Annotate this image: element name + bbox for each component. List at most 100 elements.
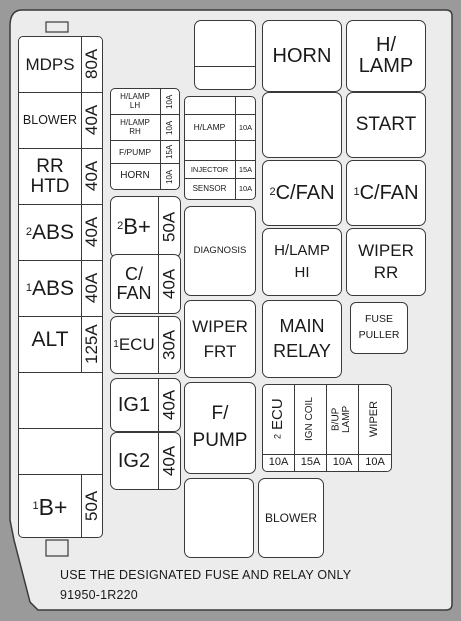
bottom-fuse-block	[262, 384, 392, 472]
fuse-wiper-rating: 10A	[365, 456, 385, 469]
relay-c-fan-2	[262, 160, 342, 226]
relay-start	[346, 92, 426, 158]
relay-h-lamp-hi-label: H/LAMP HI	[274, 242, 330, 281]
fuse-abs2-sup: 2	[25, 226, 33, 239]
fuse-puller	[350, 302, 408, 354]
fuse-rr-htd-rating: 40A	[82, 160, 102, 192]
mini-fuse-horn-rating: 10A	[164, 169, 174, 184]
spare-slot-bottom	[184, 478, 254, 558]
fuse-wiper-label: WIPER	[368, 400, 381, 438]
fuse-bup-lamp-rating: 10A	[332, 456, 353, 469]
mini-fuse-horn-label: HORN	[120, 170, 150, 182]
fuse-ecu-1-sup: 1	[113, 338, 119, 350]
relay-f-pump	[184, 382, 256, 474]
fuse-b-plus-2	[110, 196, 181, 258]
fuse-ecu-2-label: 2 ECU	[263, 386, 293, 452]
diagnosis-label: DIAGNOSIS	[193, 245, 247, 257]
relay-c-fan-1	[346, 160, 426, 226]
fuse-ecu-1	[110, 316, 181, 374]
fuse-abs1-text: ABS	[32, 276, 75, 300]
fuse-ig1	[110, 378, 181, 432]
fuse-b-plus-1-rating: 50A	[82, 490, 102, 522]
relay-h-lamp-hi	[262, 228, 342, 296]
relay-blower-label: BLOWER	[264, 510, 317, 525]
fuse-c-fan	[110, 254, 181, 314]
fuse-abs1-rating: 40A	[82, 272, 102, 304]
fuse-ig1-rating: 40A	[159, 389, 179, 421]
fuse-abs2-rating: 40A	[82, 216, 102, 248]
relay-c-fan-1-sup: 1	[353, 186, 360, 199]
part-number: 91950-1R220	[60, 588, 138, 602]
fuse-b-plus-2-sup: 2	[117, 220, 124, 233]
small-fuse-sensor-label: SENSOR	[192, 183, 227, 193]
diagnosis-connector	[184, 206, 256, 296]
relay-c-fan-1-text: C/FAN	[359, 181, 419, 204]
small-fuse-hlamp-rating: 10A	[238, 122, 253, 132]
small-fuse-block	[184, 96, 256, 200]
small-fuse-hlamp-label: H/LAMP	[193, 122, 226, 133]
relay-blower	[258, 478, 324, 558]
fuse-ecu-2-rating: 10A	[268, 456, 289, 469]
mini-fuse-block	[110, 88, 180, 190]
fuse-abs2-text: ABS	[32, 220, 75, 244]
relay-main-label: MAIN RELAY	[273, 315, 331, 361]
fuse-mdps-rating: 80A	[82, 48, 102, 80]
fuse-blower-label: BLOWER	[22, 113, 78, 128]
fuse-ig2-label: IG2	[117, 449, 151, 472]
relay-f-pump-label: F/ PUMP	[192, 403, 248, 451]
relay-spare	[262, 92, 342, 158]
relay-main	[262, 300, 342, 378]
relay-c-fan-2-sup: 2	[269, 186, 276, 199]
mini-fuse-hlamp-lh-label: H/LAMP LH	[120, 92, 150, 110]
small-fuse-injector-label: INJECTOR	[190, 164, 229, 174]
relay-wiper-frt	[184, 300, 256, 378]
fuse-b-plus-1-text: B+	[38, 493, 68, 520]
relay-wiper-rr	[346, 228, 426, 296]
fuse-ig2	[110, 432, 181, 490]
relay-h-lamp-label: H/ LAMP	[358, 34, 414, 77]
relay-wiper-frt-label: WIPER FRT	[192, 316, 248, 362]
fuse-mdps-label: MDPS	[25, 55, 75, 75]
fuse-ign-coil-label: IGN COIL	[303, 397, 315, 441]
fuse-ecu-2-text: ECU	[269, 398, 287, 431]
fuse-abs1-sup: 1	[25, 282, 33, 295]
mini-fuse-fpump-label: F/PUMP	[118, 146, 152, 157]
relay-c-fan-2-text: C/FAN	[275, 181, 335, 204]
fuse-b-plus-1-sup: 1	[32, 500, 39, 513]
relay-horn-label: HORN	[272, 44, 332, 67]
relay-horn	[262, 20, 342, 92]
left-fuse-column	[18, 36, 103, 538]
fuse-ecu-2-sup: 2	[272, 434, 283, 440]
fuse-ign-coil-rating: 15A	[300, 456, 321, 469]
mini-fuse-hlamp-lh-rating: 10A	[164, 94, 174, 109]
fuse-b-plus-2-rating: 50A	[159, 211, 179, 243]
fuse-rr-htd-label: RR HTD	[30, 156, 70, 197]
mini-fuse-hlamp-rh-label: H/LAMP RH	[120, 118, 150, 136]
fuse-alt-label: ALT	[31, 327, 69, 351]
spare-relay-slot	[194, 20, 256, 90]
fuse-ecu-1-rating: 30A	[159, 329, 179, 361]
fuse-alt-rating: 125A	[82, 324, 102, 364]
fuse-c-fan-rating: 40A	[159, 268, 179, 300]
fuse-notice: USE THE DESIGNATED FUSE AND RELAY ONLY	[60, 568, 352, 582]
small-fuse-sensor-rating: 10A	[238, 184, 253, 194]
fuse-ecu-1-text: ECU	[118, 335, 155, 355]
relay-start-label: START	[355, 114, 417, 136]
small-fuse-injector-rating: 15A	[238, 164, 253, 174]
fuse-blower-rating: 40A	[82, 104, 102, 136]
fuse-ig1-label: IG1	[117, 393, 151, 416]
fuse-ig2-rating: 40A	[159, 445, 179, 477]
fuse-puller-label: FUSE PULLER	[358, 313, 400, 341]
fuse-b-plus-2-text: B+	[123, 214, 151, 240]
fuse-bup-lamp-label: B/UP LAMP	[330, 405, 353, 433]
mini-fuse-fpump-rating: 15A	[164, 144, 174, 160]
relay-wiper-rr-label: WIPER RR	[358, 240, 414, 282]
fuse-c-fan-label: C/ FAN	[116, 264, 152, 303]
